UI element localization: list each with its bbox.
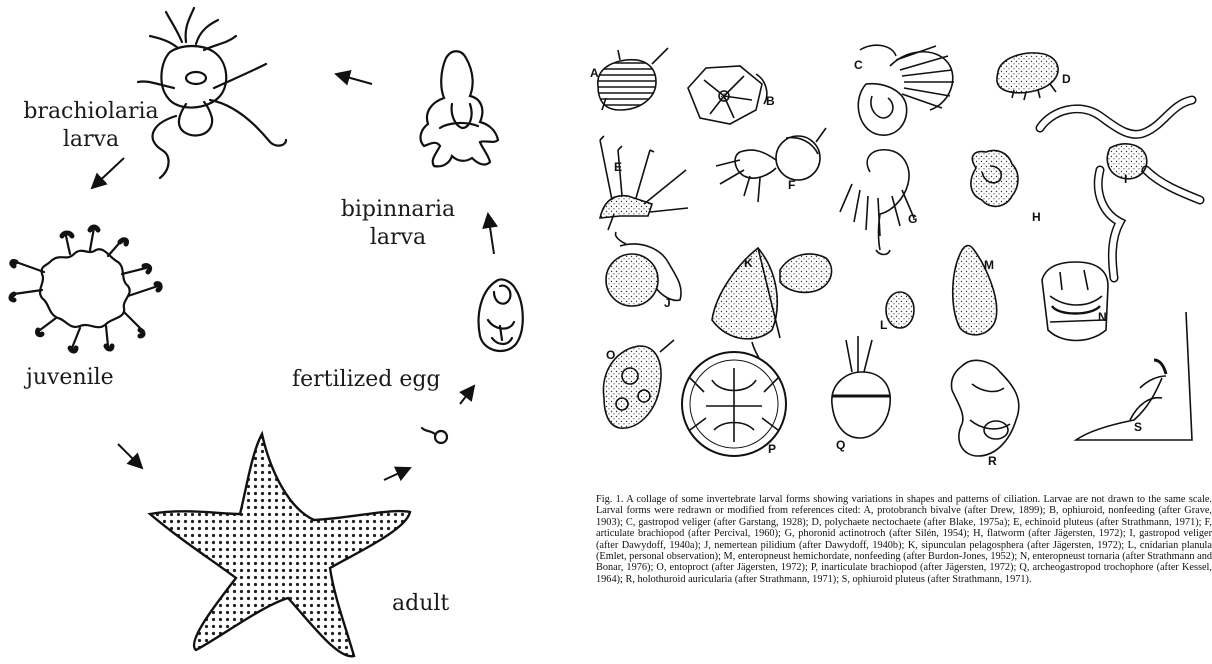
larva-letter-r: R	[988, 454, 997, 468]
larva-g-drawing	[840, 150, 914, 255]
bipinnaria-larva-drawing	[421, 51, 498, 166]
larva-letter-c: C	[854, 58, 863, 72]
larva-f-drawing	[716, 128, 826, 202]
figure-caption: Fig. 1. A collage of some invertebrate l…	[596, 494, 1212, 585]
larva-letter-q: Q	[836, 438, 845, 452]
arrow-brachiolaria-to-juvenile	[92, 158, 124, 188]
larva-i-drawing	[1040, 100, 1200, 278]
larva-letter-h: H	[1032, 210, 1041, 224]
larva-letter-a: A	[590, 66, 599, 80]
larva-letter-n: N	[1098, 310, 1107, 324]
larva-q-drawing	[832, 336, 890, 438]
arrow-embryo-to-bipinnaria	[488, 214, 494, 254]
larva-p-drawing	[682, 352, 786, 456]
larva-letter-s: S	[1134, 420, 1142, 434]
larva-k-drawing	[712, 248, 832, 360]
brachiolaria-label: brachiolaria larva	[16, 98, 166, 154]
brachiolaria-label-line1: brachiolaria	[16, 98, 166, 126]
larva-n-drawing	[1042, 262, 1108, 341]
larva-letter-i: I	[1124, 172, 1127, 186]
larva-l-drawing	[886, 292, 914, 328]
larva-e-drawing	[600, 136, 688, 230]
larva-letter-p: P	[768, 442, 776, 456]
arrow-adult-to-egg	[384, 468, 410, 480]
larva-a-drawing	[598, 48, 668, 110]
larval-collage	[598, 45, 1200, 456]
fertilized-egg-label: fertilized egg	[292, 366, 462, 394]
larva-letter-l: L	[880, 318, 887, 332]
larva-letter-g: G	[908, 212, 917, 226]
egg-drawing	[422, 428, 447, 443]
larva-letter-j: J	[664, 296, 671, 310]
arrow-bipinnaria-to-brachiolaria	[336, 74, 372, 84]
bipinnaria-label-line1: bipinnaria	[330, 196, 466, 224]
larva-letter-f: F	[788, 178, 795, 192]
bipinnaria-label-line2: larva	[330, 224, 466, 252]
larva-letter-o: O	[606, 348, 615, 362]
larva-j-drawing	[606, 232, 681, 306]
arrow-juvenile-to-adult	[118, 444, 142, 468]
adult-sea-star-drawing	[150, 434, 410, 656]
arrow-egg-to-embryo	[460, 386, 474, 404]
larva-d-drawing	[997, 53, 1058, 100]
larva-r-drawing	[951, 360, 1018, 456]
larva-letter-d: D	[1062, 72, 1071, 86]
larva-letter-k: K	[744, 256, 753, 270]
adult-label: adult	[392, 590, 472, 618]
early-embryo-drawing	[479, 279, 523, 350]
larva-letter-e: E	[614, 160, 622, 174]
larva-letter-b: B	[766, 94, 775, 108]
larva-c-drawing	[858, 45, 954, 135]
juvenile-drawing	[11, 227, 160, 351]
larva-h-drawing	[971, 151, 1018, 207]
larva-b-drawing	[688, 66, 767, 124]
larva-letter-m: M	[984, 258, 994, 272]
brachiolaria-label-line2: larva	[16, 126, 166, 154]
bipinnaria-label: bipinnaria larva	[330, 196, 466, 252]
juvenile-label: juvenile	[26, 364, 146, 392]
